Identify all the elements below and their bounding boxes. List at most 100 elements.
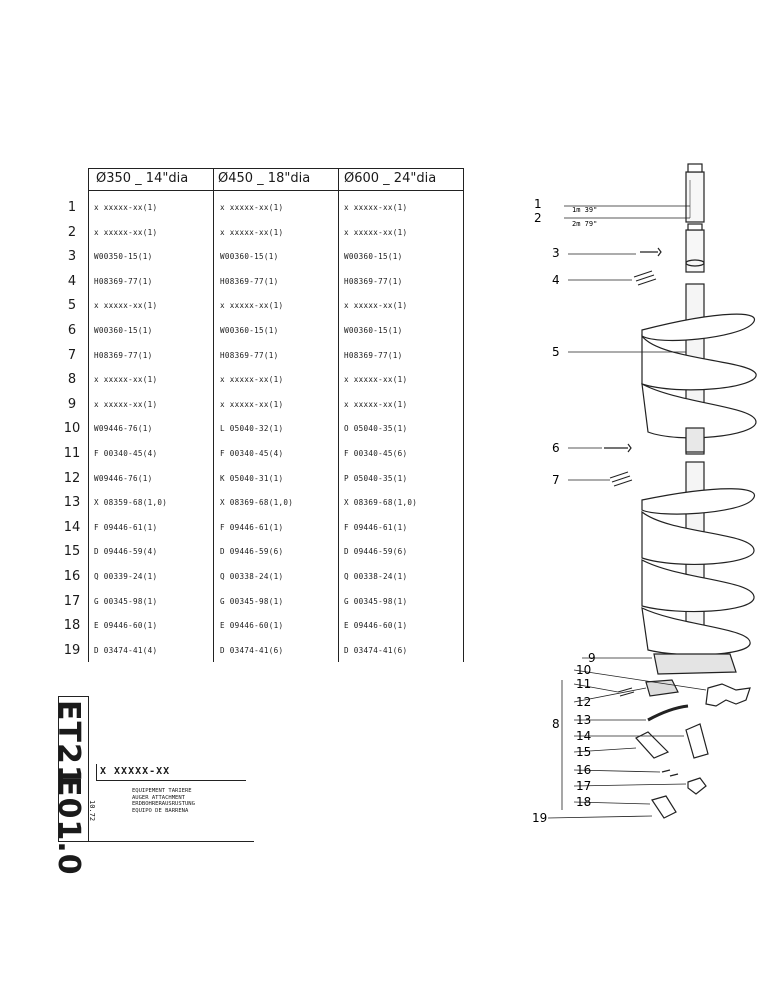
callout-8: 8: [552, 717, 560, 731]
part-number-350: x xxxxx-xx(1): [94, 399, 158, 409]
part-number-350: x xxxxx-xx(1): [94, 375, 158, 385]
row-number: 8: [67, 372, 77, 388]
title-block-rule: [58, 696, 59, 842]
part-number-350: W09446-76(1): [94, 473, 153, 483]
callout-10: 10: [576, 663, 591, 677]
table-header-rule: [88, 190, 464, 191]
part-number-450: x xxxxx-xx(1): [220, 375, 284, 385]
part-number-450: W00360-15(1): [220, 326, 279, 335]
callout-6: 6: [552, 441, 560, 455]
extension-rod-2m: [685, 223, 705, 273]
table-row: 12 W09446-76(1) K 05040-31(1) P 05040-35(1): [58, 467, 464, 492]
part-number-600: D 09446-59(6): [344, 547, 408, 557]
callout-19: 19: [532, 811, 547, 825]
length-labels: 1m 39" 2m 79": [564, 205, 690, 228]
part-number-450: F 09446-61(1): [220, 522, 284, 532]
column-header: Ø600 _ 24"dia: [344, 171, 437, 186]
row-number: 9: [67, 396, 77, 412]
part-number-450: x xxxxx-xx(1): [220, 203, 284, 212]
callout-7: 7: [552, 473, 560, 487]
row-number: 15: [63, 544, 81, 560]
row-number: 6: [67, 323, 77, 338]
part-number-450: H08369-77(1): [220, 350, 279, 360]
callout-4: 4: [552, 273, 560, 287]
table-row: 16 Q 00339-24(1) Q 00338-24(1) Q 00338-24(1…: [58, 565, 464, 590]
row-number: 14: [63, 519, 81, 535]
callout-18: 18: [576, 795, 591, 809]
part-number-600: x xxxxx-xx(1): [344, 227, 408, 237]
part-number-450: X 08369-68(1,0): [220, 498, 294, 508]
length-label-1m: 1m 39": [572, 206, 597, 214]
row-number: 12: [63, 470, 81, 486]
table-divider: [213, 168, 214, 662]
table-row: 17 G 00345-98(1) G 00345-98(1) G 00345-98(1…: [58, 590, 464, 615]
part-number-350: W00360-15(1): [94, 326, 153, 335]
title-block-rule: [96, 780, 246, 781]
title-block-rule: [88, 696, 89, 842]
table-top-rule: [88, 168, 464, 169]
sheet-code-bottom: E01.0: [51, 776, 86, 876]
part-number-350: Q 00339-24(1): [94, 572, 158, 581]
callout-16: 16: [576, 763, 591, 777]
description-fr: EQUIPEMENT TARIERE: [132, 788, 192, 794]
issue-date: 10.72: [88, 800, 96, 822]
callout-15: 15: [576, 745, 591, 759]
part-number-450: Q 00338-24(1): [220, 572, 284, 581]
part-number-600: x xxxxx-xx(1): [344, 399, 408, 409]
part-number-600: H08369-77(1): [344, 276, 403, 286]
part-number-450: F 00340-45(4): [220, 449, 284, 458]
row-number: 4: [67, 273, 77, 289]
row-number: 2: [67, 224, 77, 240]
part-number-350: D 03474-41(4): [94, 645, 158, 655]
row-number: 1: [67, 200, 77, 215]
part-number-450: G 00345-98(1): [220, 596, 284, 606]
reference-number: X XXXXX-XX: [100, 766, 171, 777]
part-number-350: H08369-77(1): [94, 350, 153, 360]
part-number-600: Q 00338-24(1): [344, 572, 408, 581]
part-number-600: G 00345-98(1): [344, 596, 408, 606]
length-label-2m: 2m 79": [572, 220, 597, 228]
part-number-450: E 09446-60(1): [220, 621, 284, 631]
part-number-450: D 03474-41(6): [220, 645, 284, 655]
part-number-450: K 05040-31(1): [220, 473, 284, 483]
callout-11: 11: [576, 677, 591, 691]
part-number-350: G 00345-98(1): [94, 596, 158, 606]
callout-17: 17: [576, 779, 591, 793]
column-header: Ø450 _ 18"dia: [218, 171, 311, 186]
part-number-350: x xxxxx-xx(1): [94, 227, 158, 237]
row-number: 16: [63, 569, 81, 584]
description-en: AUGER ATTACHMENT: [132, 794, 185, 801]
part-number-350: F 09446-61(1): [94, 522, 158, 532]
pin-and-clip-lower: [604, 443, 633, 487]
part-number-600: F 00340-45(6): [344, 449, 408, 458]
part-number-450: W00360-15(1): [220, 252, 279, 262]
row-number: 11: [63, 446, 81, 461]
callout-9: 9: [588, 651, 596, 665]
row-number: 10: [63, 421, 81, 437]
part-number-600: W00360-15(1): [344, 252, 403, 262]
callout-1: 1: [534, 197, 542, 211]
table-divider: [463, 168, 464, 662]
callout-5: 5: [552, 345, 560, 359]
description-de: ERDBOHRERAUSRUSTUNG: [132, 801, 195, 807]
column-header: Ø350 _ 14"dia: [96, 171, 189, 186]
description-es: EQUIPO DE BARRENA: [132, 807, 189, 814]
title-block-rule: [96, 764, 97, 780]
part-number-600: P 05040-35(1): [344, 473, 408, 483]
part-number-350: W00350-15(1): [94, 252, 153, 262]
cutting-head: [617, 653, 751, 819]
part-number-450: D 09446-59(6): [220, 547, 284, 557]
part-number-350: X 08359-68(1,0): [94, 498, 168, 508]
part-number-450: H08369-77(1): [220, 276, 279, 286]
part-number-600: F 09446-61(1): [344, 522, 408, 532]
row-number: 17: [63, 593, 81, 609]
row-number: 13: [63, 495, 81, 511]
